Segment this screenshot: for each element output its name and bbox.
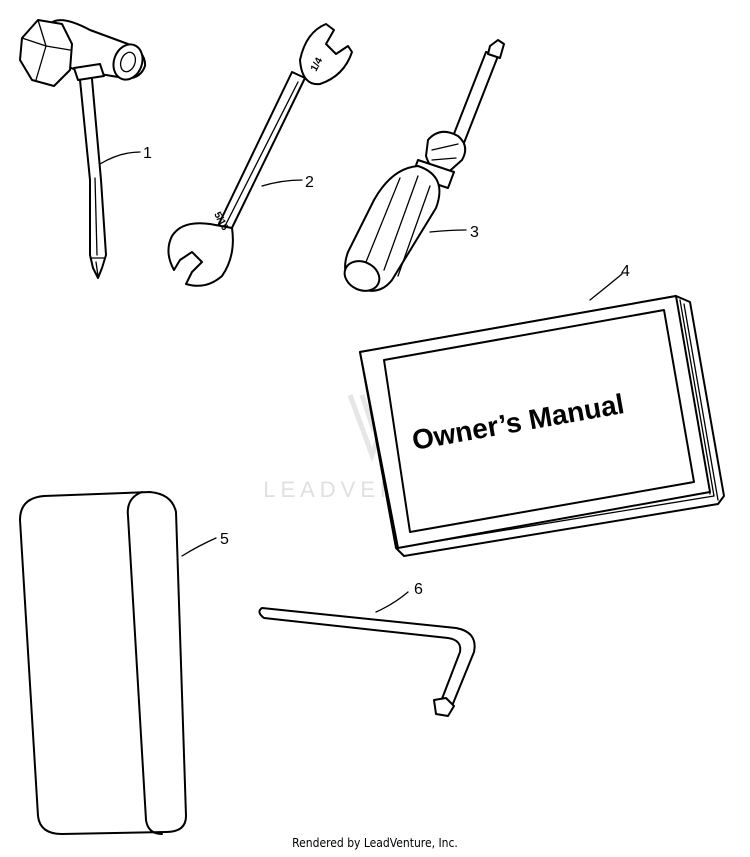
callout-leaders (99, 151, 623, 613)
hex-key-icon (258, 607, 476, 717)
callout-1: 1 (143, 145, 152, 162)
callout-4: 4 (621, 263, 630, 280)
callout-3: 3 (470, 224, 479, 241)
owners-manual-icon: Owner’s Manual (359, 295, 725, 557)
tool-pouch-icon (19, 491, 187, 835)
footer-credit: Rendered by LeadVenture, Inc. (292, 836, 458, 850)
open-end-wrench-icon: 1/4 5/16 (167, 23, 353, 287)
callout-2: 2 (305, 174, 314, 191)
spark-plug-wrench-icon (19, 19, 147, 279)
callout-5: 5 (220, 531, 229, 548)
callout-6: 6 (414, 581, 423, 598)
screwdriver-icon (343, 39, 505, 292)
